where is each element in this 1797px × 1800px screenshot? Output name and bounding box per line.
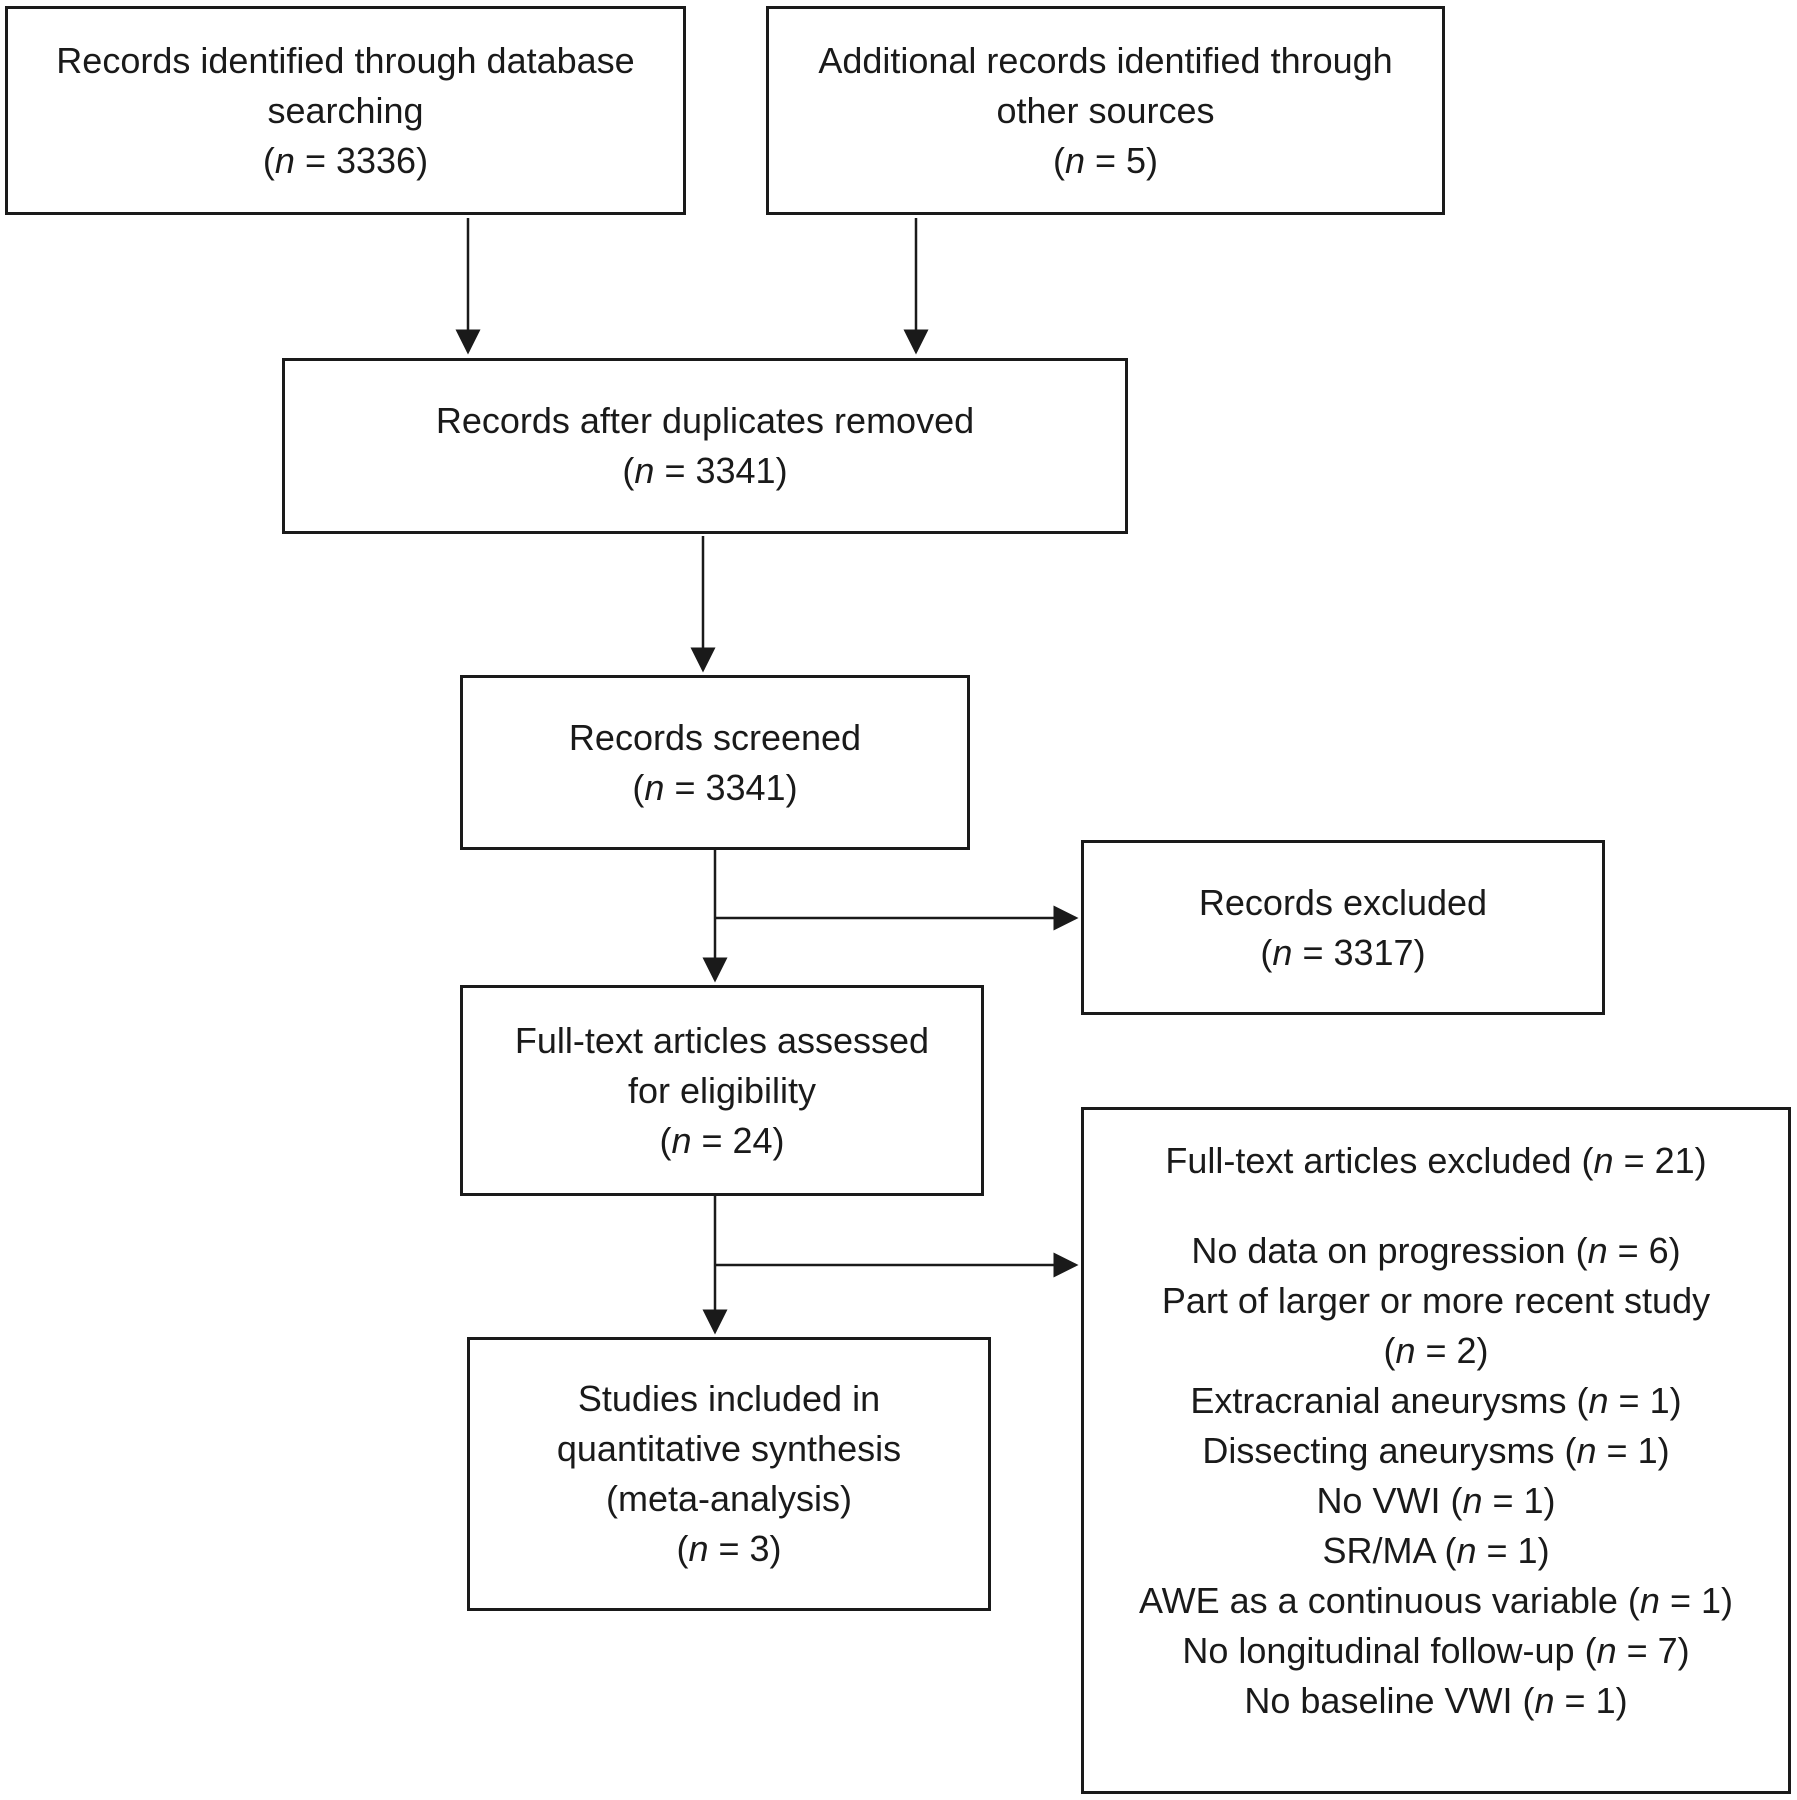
n-symbol: n: [1576, 1430, 1597, 1471]
full-text-excluded-heading: Full-text articles excluded (n = 21): [1165, 1140, 1707, 1181]
screened-count: (n = 3341): [632, 766, 798, 808]
exclusion-reason: No VWI (n = 1): [1316, 1480, 1556, 1521]
database-search-count: (n = 3336): [262, 139, 429, 181]
exclusion-reason-count: 2: [1456, 1330, 1477, 1371]
n-symbol: n: [1395, 1330, 1416, 1371]
box-after-duplicates: Records after duplicates removed (n = 33…: [282, 358, 1128, 534]
exclusion-reason-count: 1: [1595, 1680, 1616, 1721]
screened-line-1: Records screened: [568, 716, 862, 758]
exclusion-reason-text: No data on progression: [1191, 1230, 1566, 1271]
n-symbol: n: [1639, 1580, 1660, 1621]
n-symbol: n: [1462, 1480, 1483, 1521]
full-text-excluded-heading-count: 21: [1654, 1140, 1695, 1181]
exclusion-reason-text: SR/MA: [1322, 1530, 1435, 1571]
full-text-line-1: Full-text articles assessed: [514, 1019, 930, 1061]
box-studies-included: Studies included in quantitative synthes…: [467, 1337, 991, 1611]
full-text-line-2: for eligibility: [627, 1069, 817, 1111]
other-sources-count-value: 5: [1126, 139, 1147, 181]
other-sources-line-1: Additional records identified through: [818, 39, 1393, 81]
exclusion-reason-count: 1: [1637, 1430, 1658, 1471]
n-symbol: n: [1587, 1230, 1608, 1271]
full-text-count-value: 24: [732, 1119, 773, 1161]
records-excluded-count: (n = 3317): [1260, 931, 1426, 973]
full-text-count: (n = 24): [659, 1119, 785, 1161]
n-symbol: n: [1596, 1630, 1617, 1671]
exclusion-reason-count: 1: [1517, 1530, 1538, 1571]
after-duplicates-line-1: Records after duplicates removed: [435, 400, 975, 441]
n-symbol: n: [671, 1119, 692, 1161]
box-records-excluded: Records excluded (n = 3317): [1081, 840, 1605, 1015]
included-count-value: 3: [749, 1528, 770, 1569]
exclusion-reason: Part of larger or more recent study: [1162, 1276, 1710, 1326]
exclusion-reason-text: No baseline VWI: [1244, 1680, 1513, 1721]
exclusion-reason-count: 1: [1700, 1580, 1721, 1621]
exclusion-reason-text: AWE as a continuous variable: [1138, 1580, 1618, 1621]
records-excluded-count-value: 3317: [1333, 931, 1414, 973]
other-sources-count: (n = 5): [1052, 139, 1159, 181]
n-symbol: n: [1456, 1530, 1477, 1571]
exclusion-reason-count: 1: [1649, 1380, 1670, 1421]
n-symbol: n: [688, 1528, 709, 1569]
exclusion-reason: Extracranial aneurysms (n = 1): [1190, 1380, 1682, 1421]
n-symbol: n: [1534, 1680, 1555, 1721]
included-line-2: quantitative synthesis: [556, 1428, 902, 1469]
after-duplicates-count-value: 3341: [695, 450, 776, 491]
database-search-line-2: searching: [267, 89, 424, 131]
exclusion-reason-text: Dissecting aneurysms: [1202, 1430, 1555, 1471]
included-count: (n = 3): [676, 1528, 782, 1569]
n-symbol: n: [1593, 1140, 1614, 1181]
exclusion-reason: SR/MA (n = 1): [1322, 1530, 1550, 1571]
exclusion-reason-count: 6: [1648, 1230, 1669, 1271]
after-duplicates-count: (n = 3341): [622, 450, 788, 491]
exclusion-reason: AWE as a continuous variable (n = 1): [1138, 1580, 1733, 1621]
exclusion-reason: No longitudinal follow-up (n = 7): [1182, 1630, 1690, 1671]
n-symbol: n: [644, 766, 665, 808]
screened-count-value: 3341: [705, 766, 786, 808]
included-line-3: (meta-analysis): [605, 1478, 853, 1519]
included-line-1: Studies included in: [577, 1378, 881, 1419]
n-symbol: n: [1588, 1380, 1609, 1421]
exclusion-reason-text: No VWI: [1316, 1480, 1441, 1521]
box-screened: Records screened (n = 3341): [460, 675, 970, 850]
exclusion-reason: No baseline VWI (n = 1): [1244, 1680, 1628, 1721]
box-full-text-assessed: Full-text articles assessed for eligibil…: [460, 985, 984, 1196]
exclusion-reason-count: 1: [1523, 1480, 1544, 1521]
exclusion-reason-count: 7: [1657, 1630, 1678, 1671]
exclusion-reason: Dissecting aneurysms (n = 1): [1202, 1430, 1670, 1471]
exclusion-reason-text: No longitudinal follow-up: [1182, 1630, 1575, 1671]
n-symbol: n: [274, 139, 295, 181]
exclusion-reason-text: Extracranial aneurysms: [1190, 1380, 1567, 1421]
n-symbol: n: [1272, 931, 1293, 973]
box-other-sources: Additional records identified through ot…: [766, 6, 1445, 215]
records-excluded-line-1: Records excluded: [1198, 881, 1488, 923]
database-search-line-1: Records identified through database: [56, 39, 635, 81]
other-sources-line-2: other sources: [996, 89, 1215, 131]
box-database-search: Records identified through database sear…: [5, 6, 686, 215]
n-symbol: n: [634, 450, 655, 491]
full-text-excluded-heading-text: Full-text articles excluded: [1165, 1140, 1572, 1181]
exclusion-reason-count-line: (n = 2): [1383, 1330, 1489, 1371]
n-symbol: n: [1064, 139, 1085, 181]
exclusion-reason-text: Part of larger or more recent study: [1161, 1280, 1711, 1321]
database-search-count-value: 3336: [335, 139, 417, 181]
exclusion-reason: No data on progression (n = 6): [1191, 1230, 1681, 1271]
box-full-text-excluded: Full-text articles excluded (n = 21) No …: [1081, 1107, 1791, 1794]
